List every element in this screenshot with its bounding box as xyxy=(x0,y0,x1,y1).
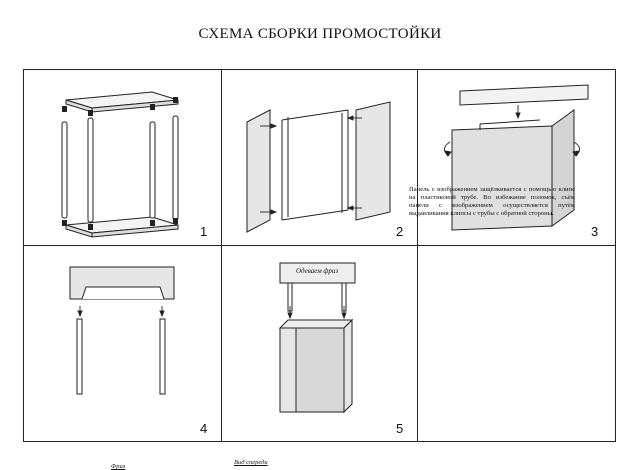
final-assembly-diagram xyxy=(278,262,356,414)
assembly-note: Панель с изображением защёлкивается с по… xyxy=(409,186,575,218)
step-4-panel: Фриз 4 xyxy=(24,246,221,470)
front-view-caption: Вид спереди xyxy=(234,459,268,466)
step-number: 3 xyxy=(591,224,599,239)
grid-divider xyxy=(24,245,615,246)
front-panel-diagram xyxy=(444,84,589,231)
side-panel xyxy=(551,109,575,227)
side-panel-left xyxy=(246,109,271,233)
step-number: 4 xyxy=(200,421,208,436)
frieze-header-label: Одеваем фриз xyxy=(296,267,339,275)
step-5-panel: Одеваем фриз Вид спереди 5 xyxy=(222,246,417,466)
step-1-panel: 1 xyxy=(24,70,221,245)
assembly-grid: 1 2 xyxy=(23,69,616,470)
grid-divider xyxy=(221,70,222,441)
frieze-diagram xyxy=(69,266,175,395)
grid-divider xyxy=(417,70,418,441)
step-number: 1 xyxy=(200,224,208,239)
tube xyxy=(61,121,68,219)
side-panel-left xyxy=(279,327,297,413)
back-panel xyxy=(295,327,345,413)
frame-tubes-diagram xyxy=(61,91,179,238)
frieze-caption: Фриз xyxy=(111,463,126,470)
page-title: СХЕМА СБОРКИ ПРОМОСТОЙКИ xyxy=(198,26,442,42)
side-panel-right xyxy=(343,318,353,414)
tube xyxy=(76,318,83,395)
side-panels-diagram xyxy=(246,101,391,233)
step-2-panel: 2 xyxy=(222,70,417,245)
step-3-panel: 3 xyxy=(418,70,616,245)
tube xyxy=(172,115,179,221)
step-number: 2 xyxy=(396,224,404,239)
top-cover xyxy=(459,84,589,106)
tube xyxy=(149,121,156,219)
side-panel-right xyxy=(355,101,391,221)
step-number: 5 xyxy=(396,421,404,436)
frieze-header xyxy=(279,262,356,284)
tube xyxy=(159,318,166,395)
tube xyxy=(87,117,94,223)
